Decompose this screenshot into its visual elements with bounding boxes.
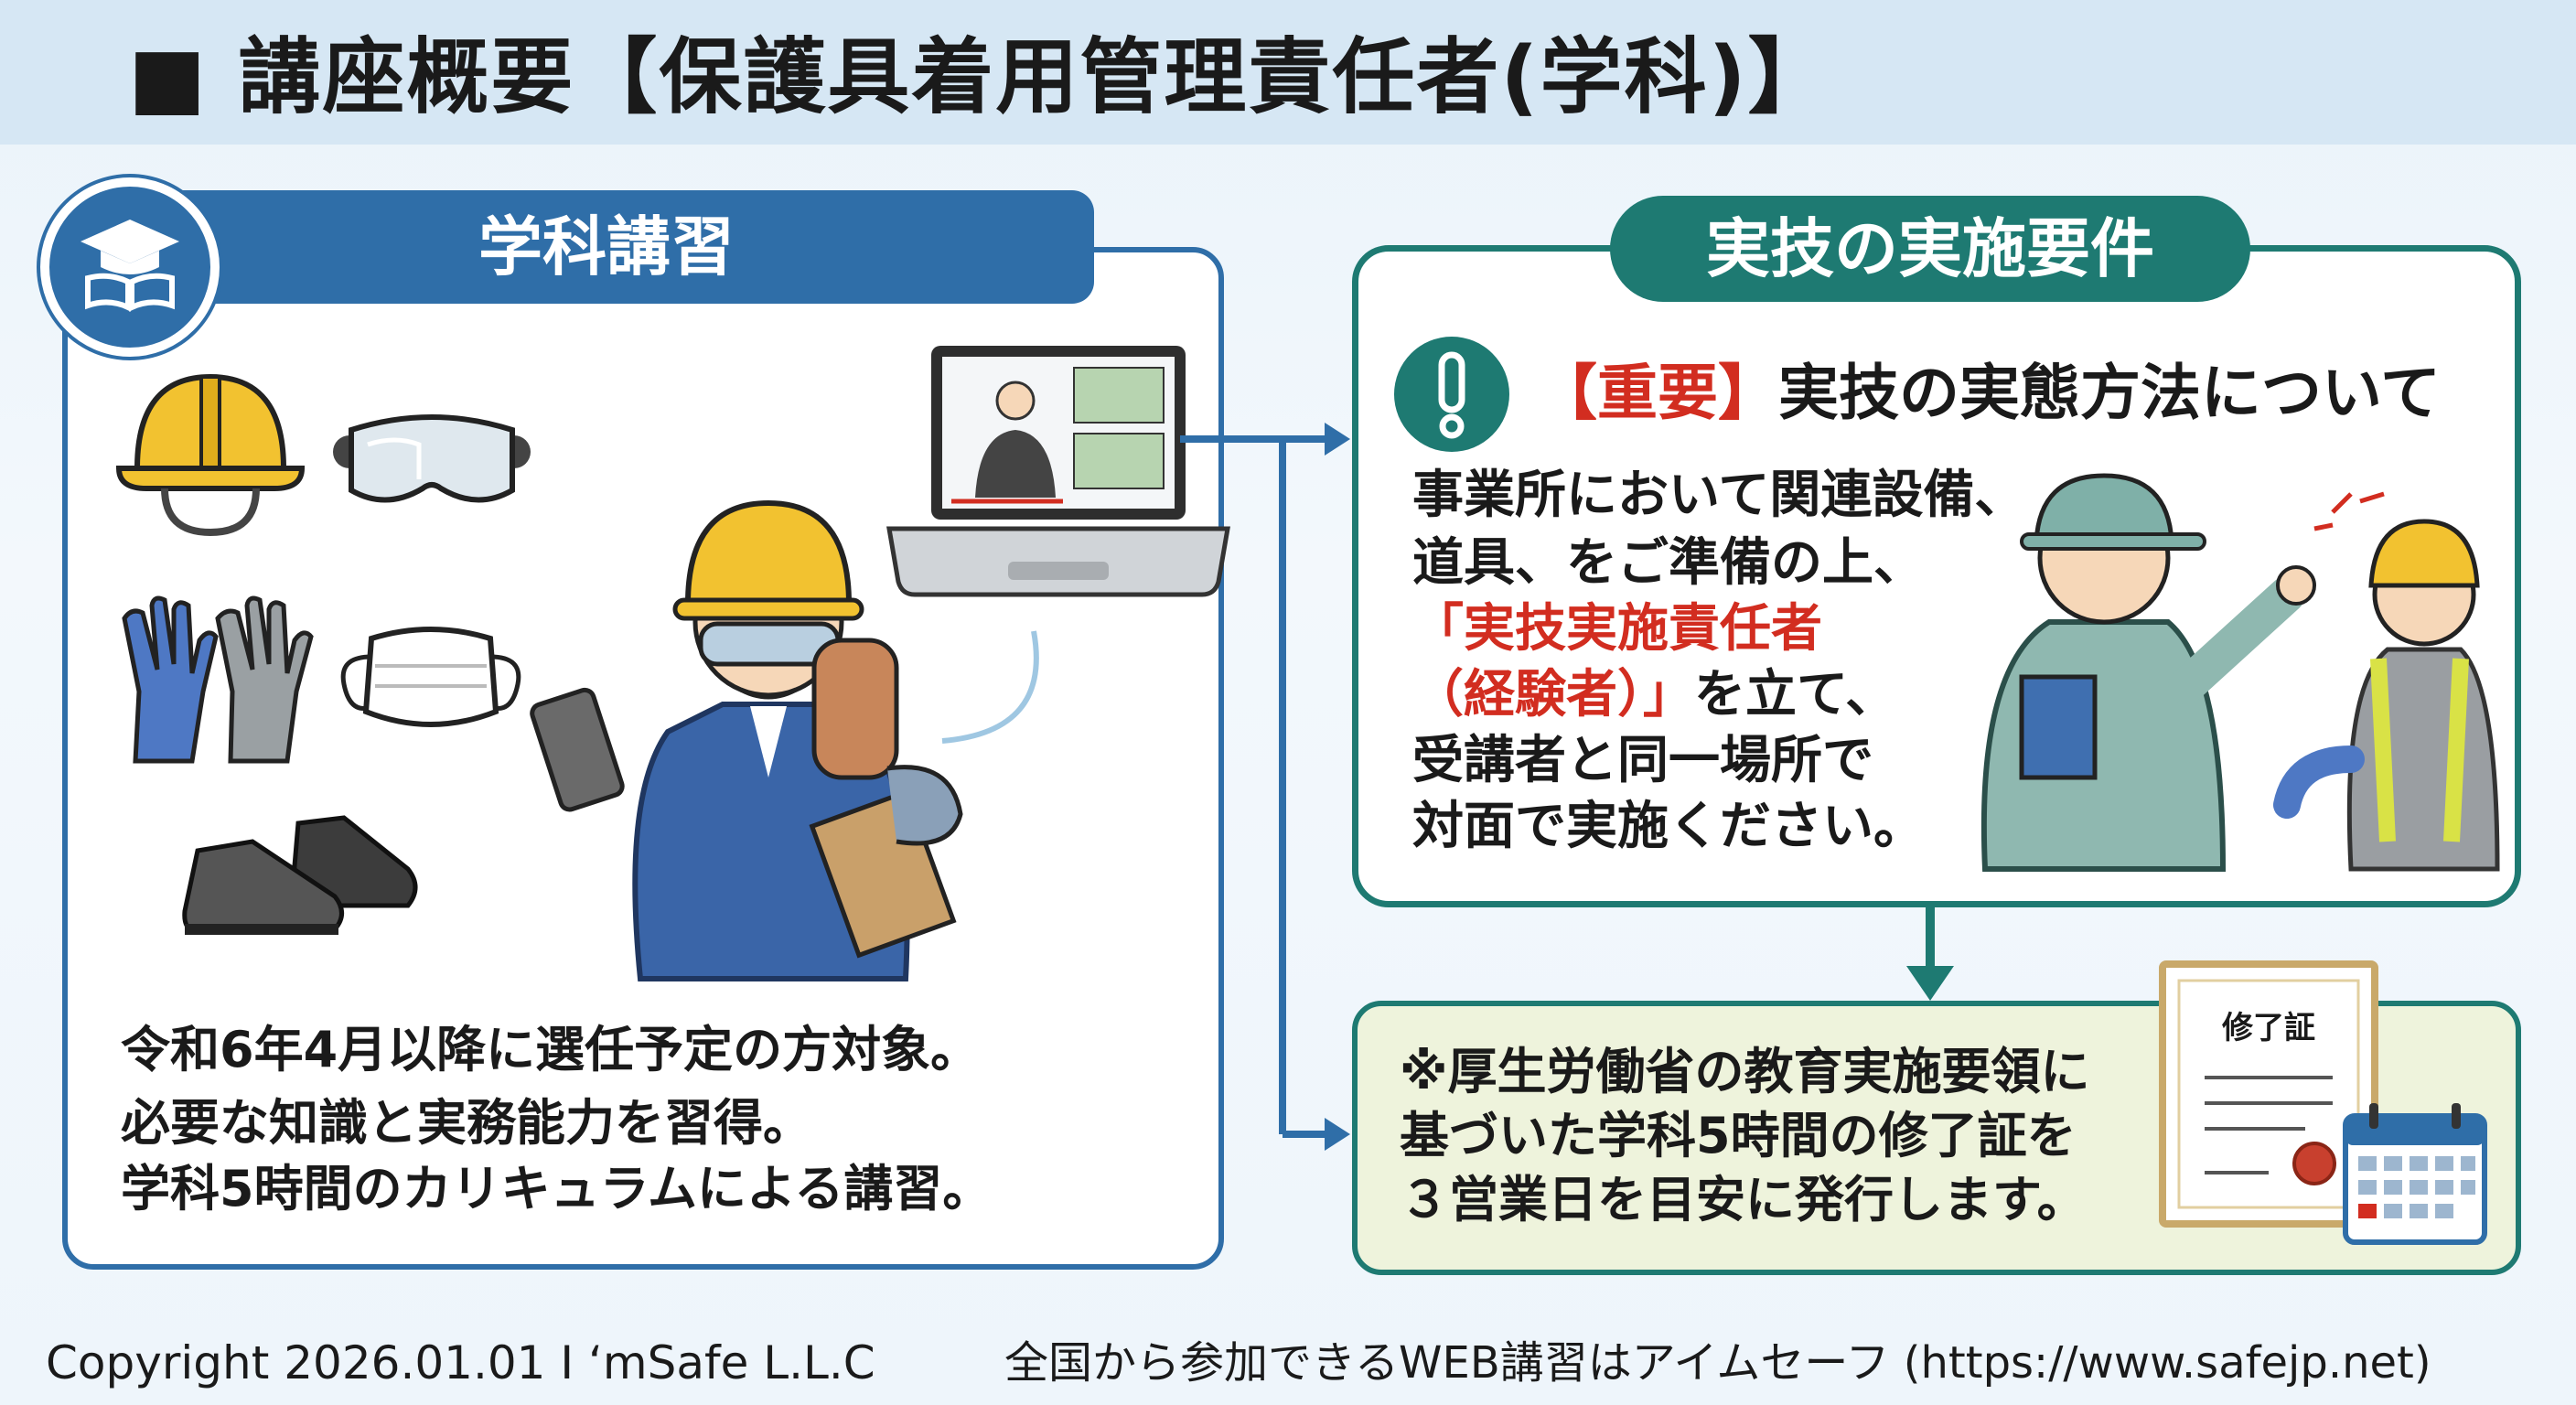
practical-requirements-tab [1610, 196, 2250, 302]
worker-illustration [530, 499, 963, 981]
practical-body-line: 受講者と同一場所で [1412, 731, 1873, 790]
calendar-icon [2343, 1103, 2487, 1245]
footer-note: 全国から参加できるWEB講習はアイムセーフ (https://www.safej… [1004, 1337, 2431, 1389]
certificate-icon [2159, 960, 2378, 1228]
practical-requirements-tab-label: 実技の実施要件 [1706, 211, 2154, 286]
classroom-description-line: 必要な知識と実務能力を習得。 [121, 1094, 812, 1152]
down-arrow-icon [1906, 906, 1954, 1001]
helmet-icon [115, 373, 306, 537]
important-tag: 【重要】 [1537, 358, 1778, 428]
classroom-tab [119, 190, 1094, 304]
classroom-description-line: 学科5時間のカリキュラムによる講習。 [121, 1160, 993, 1217]
important-text: 実技の実態方法について [1778, 358, 2442, 428]
certificate-label: 修了証 [2222, 1010, 2315, 1046]
supervisor-trainee-illustration [1980, 473, 2500, 872]
exclamation-icon [1438, 351, 1465, 439]
classroom-description-line: 令和6年4月以降に選任予定の方対象。 [121, 1021, 981, 1078]
practical-body-line: 事業所において関連設備、 [1412, 466, 2026, 525]
connector-curve [941, 630, 1039, 744]
graduation-cap-icon [80, 220, 179, 312]
certificate-note-line: 基づいた学科5時間の修了証を [1400, 1107, 2077, 1164]
classroom-tab-label: 学科講習 [478, 209, 735, 284]
mask-icon [340, 627, 521, 727]
goggles-icon [333, 414, 531, 503]
practical-body-suffix: を立て、 [1694, 665, 1897, 724]
gloves-icon [122, 595, 314, 764]
header-bar [0, 0, 2576, 145]
page-title: ■ 講座概要【保護具着用管理責任者(学科)】 [128, 29, 1832, 125]
practical-body-line: 道具、をご準備の上、 [1412, 533, 1925, 593]
practical-body-emphasis: （経験者）」 [1412, 665, 1694, 724]
practical-body-line: （経験者）」を立て、 [1412, 666, 1896, 724]
practical-body-line-emphasis: 「実技実施責任者 [1412, 599, 1822, 659]
laptop-video-icon [886, 346, 1230, 597]
flow-arrows [1180, 423, 1350, 1151]
certificate-note-line: ※厚生労働省の教育実施要領に [1400, 1043, 2090, 1100]
certificate-note-line: ３営業日を目安に発行します。 [1400, 1171, 2087, 1228]
copyright-text: Copyright 2026.01.01 I ‘mSafe L.L.C [46, 1336, 875, 1389]
practical-body-line: 対面で実施ください。 [1412, 797, 1925, 856]
safety-shoes-icon [182, 815, 418, 935]
important-heading: 【重要】実技の実態方法について [1537, 348, 2441, 439]
